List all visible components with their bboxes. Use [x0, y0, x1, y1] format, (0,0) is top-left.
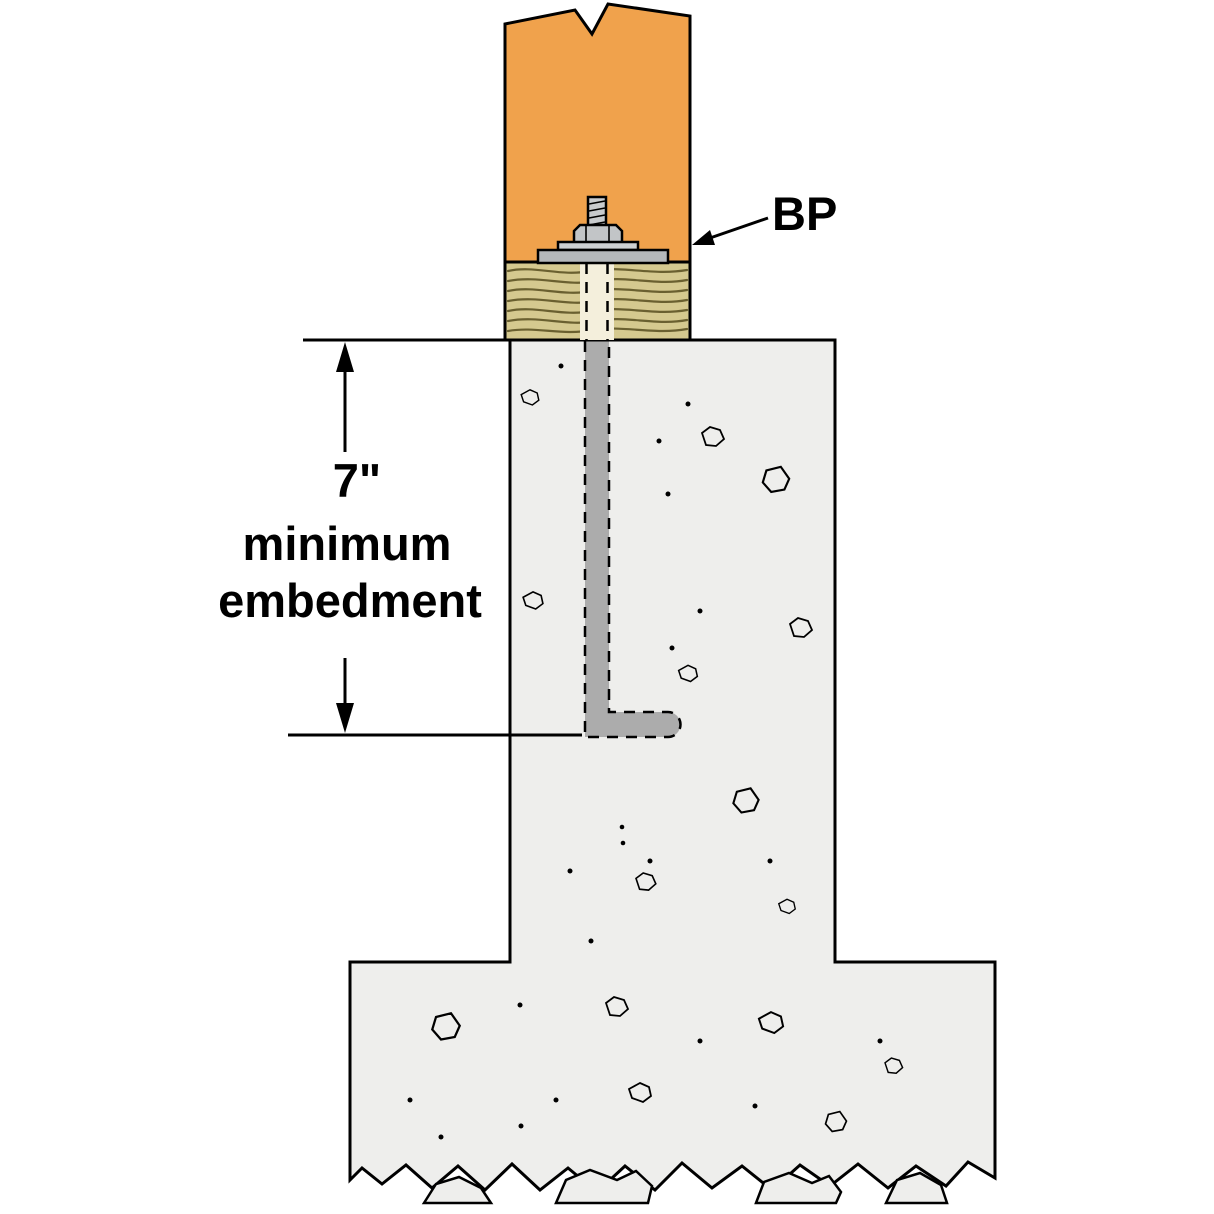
embedment-dim-word-embedment: embedment [218, 574, 482, 627]
concrete-specks [407, 363, 883, 1140]
bp-callout: BP [692, 187, 837, 245]
bolt-hole [580, 263, 614, 340]
embedment-dim-value: 7" [333, 454, 381, 507]
dim-arrow-up [336, 342, 354, 372]
embedment-dimension: 7" minimum embedment [218, 338, 582, 737]
concrete-foundation [348, 338, 997, 1194]
bolt-assembly [536, 195, 670, 265]
wood-post [503, 2, 692, 264]
dim-arrow-down [336, 703, 354, 733]
embedment-dim-word-minimum: minimum [243, 517, 452, 570]
rubble-edge [421, 1168, 949, 1205]
bp-arrow-line [709, 216, 769, 240]
bp-arrowhead [692, 230, 715, 245]
sill-plate [503, 260, 692, 342]
bp-label: BP [772, 187, 837, 240]
anchor-bolt [583, 341, 682, 739]
bearing-plate [536, 248, 670, 265]
